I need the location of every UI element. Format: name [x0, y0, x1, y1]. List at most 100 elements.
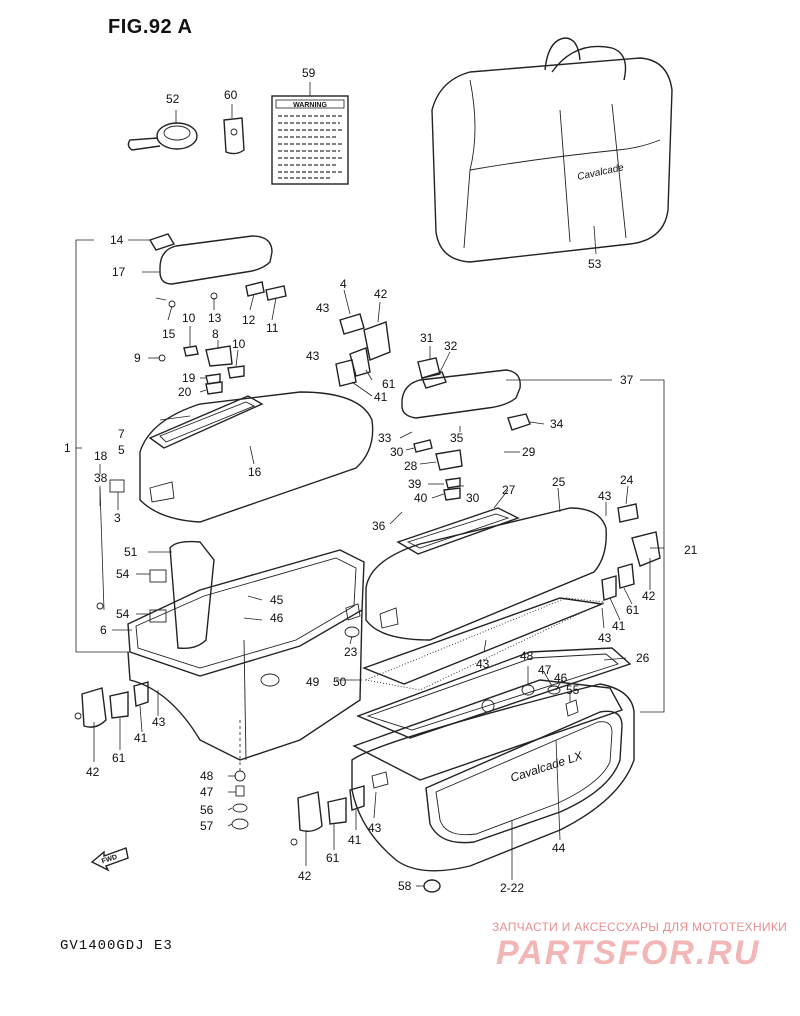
callout-label: 43	[152, 715, 166, 729]
right-case-panels	[352, 597, 632, 781]
callout-label: 41	[612, 619, 626, 633]
callout-label: 2-22	[500, 881, 524, 895]
right-lower-latch-parts	[290, 785, 441, 893]
callout-label: 9	[134, 351, 141, 365]
seal-ring-52	[127, 122, 198, 151]
callout-label: 4	[340, 277, 347, 291]
callout-label: 56	[200, 803, 214, 817]
callout-label: 3	[114, 511, 121, 525]
bracket-60	[223, 117, 245, 155]
callout-label: 34	[550, 417, 564, 431]
callout-label: 32	[444, 339, 458, 353]
callout-label: 59	[302, 66, 316, 80]
callout-label: 18	[94, 449, 108, 463]
callout-label: 1	[64, 441, 71, 455]
assembly-brackets	[75, 239, 665, 713]
fwd-label: FWD	[101, 854, 118, 866]
callout-label: 50	[333, 675, 347, 689]
callout-label: 35	[450, 431, 464, 445]
callout-label: 61	[626, 603, 640, 617]
callout-label: 58	[398, 879, 412, 893]
callout-label: 43	[598, 489, 612, 503]
watermark-logo: PARTSFOR.RU	[496, 934, 761, 972]
callout-label: 39	[408, 477, 422, 491]
callout-label: 61	[326, 851, 340, 865]
callout-label: 36	[372, 519, 386, 533]
callout-label: 38	[94, 471, 108, 485]
callout-label: 51	[124, 545, 138, 559]
callout-label: 41	[348, 833, 362, 847]
left-latch-parts	[74, 681, 249, 830]
callout-label: 45	[270, 593, 284, 607]
sticker-heading: WARNING	[293, 102, 327, 109]
callout-label: 53	[588, 257, 602, 271]
callout-label: 7	[118, 427, 125, 441]
travel-bag: Cavalcade	[431, 37, 673, 263]
callout-label: 42	[298, 869, 312, 883]
callout-label: 29	[522, 445, 536, 459]
callout-label: 48	[200, 769, 214, 783]
callout-label: 44	[552, 841, 566, 855]
callout-label: 16	[248, 465, 262, 479]
callout-label: 20	[178, 385, 192, 399]
right-case-lid-25	[344, 507, 607, 641]
warning-sticker-59: WARNING	[271, 95, 349, 185]
callout-label: 26	[636, 651, 650, 665]
callout-label: 27	[502, 483, 516, 497]
callout-label: 55	[566, 683, 580, 697]
callout-label: 54	[116, 567, 130, 581]
callout-label: 46	[554, 671, 568, 685]
callout-label: 21	[684, 543, 698, 557]
callout-label: 5	[118, 443, 125, 457]
watermark-tagline: ЗАПЧАСТИ И АКСЕССУАРЫ ДЛЯ МОТОТЕХНИКИ	[492, 920, 788, 934]
callout-label: 25	[552, 475, 566, 489]
figure-title: FIG.92 A	[108, 16, 193, 38]
left-case-lid	[109, 391, 374, 523]
callout-label: 6	[100, 623, 107, 637]
bag-brand-text: Cavalcade	[576, 162, 625, 183]
callout-label: 57	[200, 819, 214, 833]
case-emblem-text: Cavalcade LX	[509, 748, 585, 785]
callout-label: 43	[368, 821, 382, 835]
callout-label: 43	[316, 301, 330, 315]
callout-label: 61	[382, 377, 396, 391]
callout-label: 40	[414, 491, 428, 505]
callout-label: 42	[642, 589, 656, 603]
right-lid-cover-37	[401, 369, 521, 419]
callout-label: 42	[374, 287, 388, 301]
callout-label: 33	[378, 431, 392, 445]
callout-label: 43	[306, 349, 320, 363]
right-case-body: Cavalcade LX	[351, 683, 635, 872]
callout-label: 49	[306, 675, 320, 689]
callout-label: 61	[112, 751, 126, 765]
callout-label: 28	[404, 459, 418, 473]
callout-label: 43	[598, 631, 612, 645]
callout-label: 47	[538, 663, 552, 677]
leader-lines	[76, 82, 664, 887]
callout-label: 54	[116, 607, 130, 621]
callout-label: 46	[270, 611, 284, 625]
callout-label: 31	[420, 331, 434, 345]
callout-label: 52	[166, 92, 180, 106]
callout-label: 17	[112, 265, 126, 279]
callout-label: 10	[182, 311, 196, 325]
left-lid-cover-17	[159, 235, 273, 285]
callout-label: 42	[86, 765, 100, 779]
callout-label: 19	[182, 371, 196, 385]
callout-labels: 52 60 59 53 14 17 4 42 43 15 13 12 11 10…	[64, 66, 698, 895]
callout-label: 41	[374, 390, 388, 404]
callout-label: 48	[520, 649, 534, 663]
left-case-body	[96, 487, 365, 761]
model-code: GV1400GDJ E3	[60, 938, 173, 954]
forward-arrow-icon: FWD	[90, 847, 129, 872]
callout-label: 24	[620, 473, 634, 487]
callout-label: 60	[224, 88, 238, 102]
callout-label: 15	[162, 327, 176, 341]
callout-label: 11	[266, 321, 279, 335]
callout-label: 23	[344, 645, 358, 659]
callout-label: 41	[134, 731, 148, 745]
left-hinge-parts	[148, 233, 287, 395]
callout-label: 14	[110, 233, 124, 247]
callout-label: 30	[466, 491, 480, 505]
